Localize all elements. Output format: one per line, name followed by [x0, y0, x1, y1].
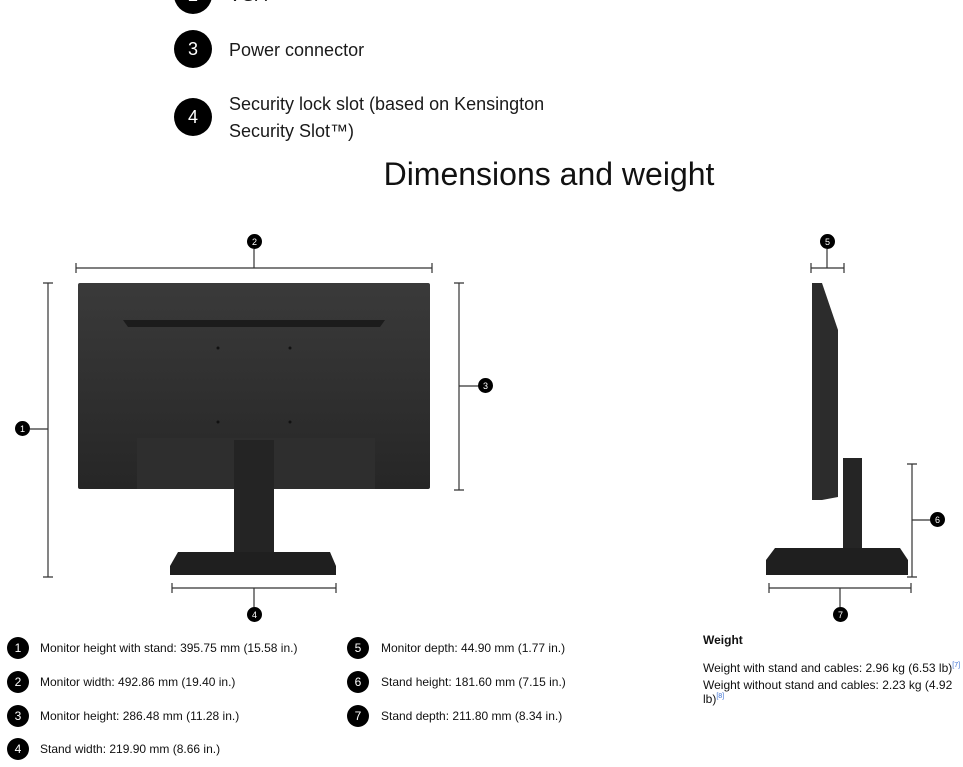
weight-without-text: Weight without stand and cables: 2.23 kg… — [703, 678, 953, 706]
footnote-link[interactable]: [7] — [952, 662, 961, 669]
legend-item: Stand height: 181.60 mm (7.15 in.) — [381, 675, 566, 689]
weight-heading: Weight — [703, 633, 743, 647]
feature-number-4: 4 — [174, 98, 212, 136]
callout-2: 2 — [247, 234, 262, 249]
legend-item: Monitor depth: 44.90 mm (1.77 in.) — [381, 641, 566, 655]
legend-item: Monitor height with stand: 395.75 mm (15… — [40, 641, 298, 655]
callout-3: 3 — [478, 378, 493, 393]
weight-without-stand: Weight without stand and cables: 2.23 kg… — [703, 678, 963, 706]
legend-number: 4 — [7, 738, 29, 760]
legend-number: 5 — [347, 637, 369, 659]
monitor-front-view — [78, 283, 430, 575]
feature-label-power: Power connector — [229, 40, 365, 60]
callout-4: 4 — [247, 607, 262, 622]
legend-number: 6 — [347, 671, 369, 693]
weight-with-stand: Weight with stand and cables: 2.96 kg (6… — [703, 661, 960, 675]
footnote-link[interactable]: [8] — [716, 693, 725, 700]
monitor-side-view — [766, 283, 908, 575]
callout-7: 7 — [833, 607, 848, 622]
legend-item: Monitor width: 492.86 mm (19.40 in.) — [40, 675, 236, 689]
callout-5: 5 — [820, 234, 835, 249]
feature-label-vga: VGA — [229, 0, 267, 9]
callout-1: 1 — [15, 421, 30, 436]
dimension-lines — [30, 249, 930, 607]
feature-number-2: 2 — [174, 0, 212, 14]
legend-item: Stand width: 219.90 mm (8.66 in.) — [40, 742, 221, 756]
legend-number: 3 — [7, 705, 29, 727]
feature-label-security-2: Security Slot™) — [229, 121, 355, 141]
legend-item: Stand depth: 211.80 mm (8.34 in.) — [381, 709, 563, 723]
legend-number: 7 — [347, 705, 369, 727]
feature-label-security: Security lock slot (based on Kensington — [229, 94, 545, 114]
weight-with-text: Weight with stand and cables: 2.96 kg (6… — [703, 661, 953, 675]
callout-6: 6 — [930, 512, 945, 527]
feature-number-3: 3 — [174, 30, 212, 68]
legend-number: 2 — [7, 671, 29, 693]
section-title: Dimensions and weight — [383, 156, 715, 192]
legend-item: Monitor height: 286.48 mm (11.28 in.) — [40, 709, 240, 723]
legend-number: 1 — [7, 637, 29, 659]
